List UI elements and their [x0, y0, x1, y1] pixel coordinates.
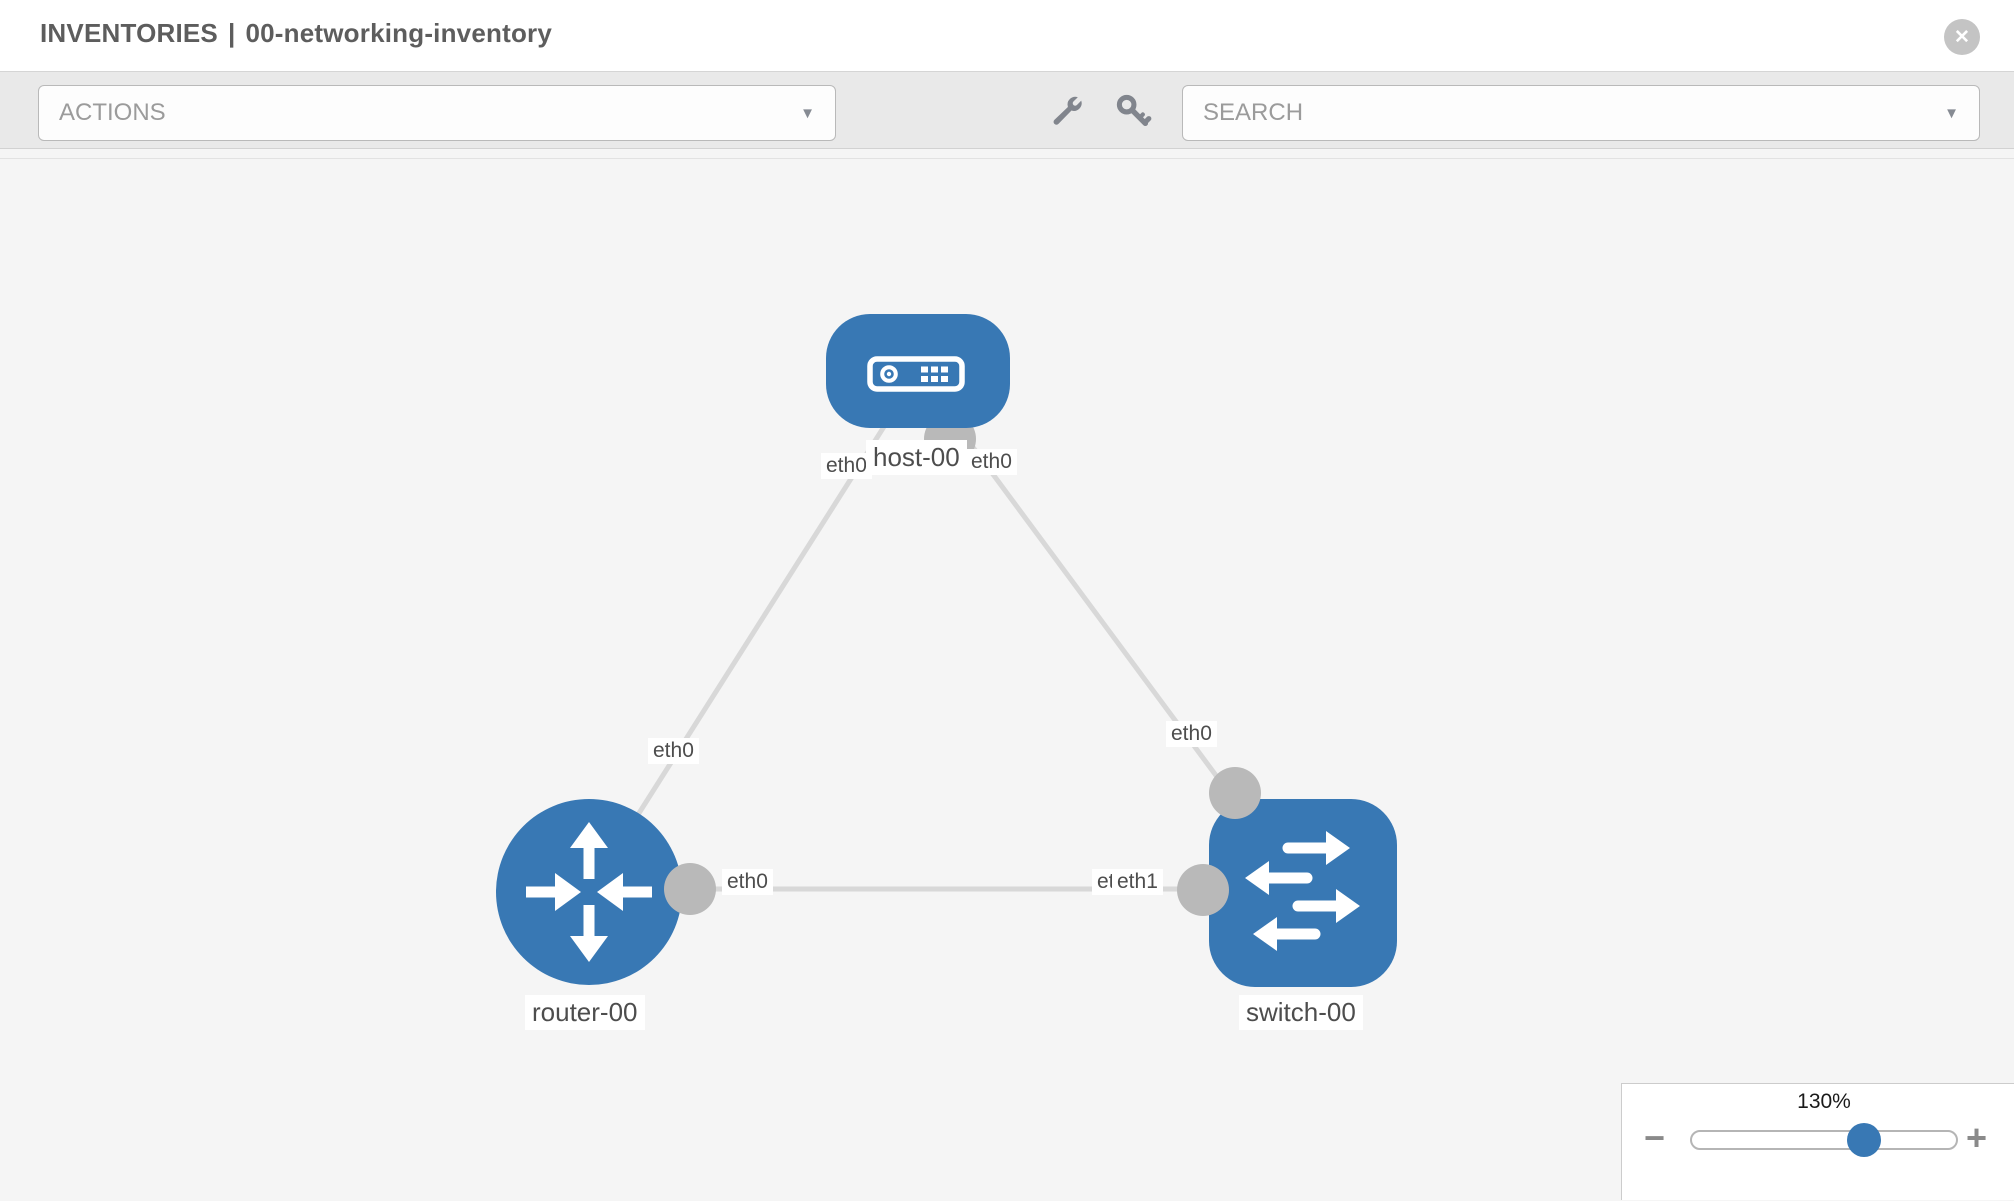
interface-label: eth0 [966, 449, 1017, 475]
breadcrumb-separator: | [227, 18, 236, 48]
switch-icon [1245, 831, 1360, 951]
node-label-host: host-00 [866, 440, 967, 475]
toolbar: ACTIONS ▼ SEARCH ▼ [0, 72, 2014, 149]
page-header: INVENTORIES | 00-networking-inventory ✕ [0, 0, 2014, 72]
breadcrumb-section: INVENTORIES [40, 18, 218, 48]
actions-dropdown[interactable]: ACTIONS ▼ [38, 85, 836, 141]
zoom-slider-track[interactable] [1690, 1123, 1958, 1157]
interface-label: eth0 [648, 738, 699, 764]
zoom-slider-knob[interactable] [1847, 1123, 1881, 1157]
interface-label: eth0 [1166, 721, 1217, 747]
key-icon [1116, 94, 1152, 127]
topology-svg [496, 314, 1397, 987]
node-host[interactable] [826, 314, 1010, 428]
interface-label: eth0 [821, 453, 872, 479]
actions-dropdown-label: ACTIONS [59, 99, 166, 126]
node-router[interactable] [496, 799, 682, 985]
host-icon [867, 356, 965, 392]
chevron-down-icon: ▼ [1944, 104, 1959, 122]
node-label-router: router-00 [525, 995, 645, 1030]
port-switch-eth0 [1209, 767, 1261, 819]
search-placeholder: SEARCH [1203, 99, 1304, 126]
credentials-button[interactable] [1110, 88, 1156, 134]
chevron-down-icon: ▼ [800, 104, 815, 122]
router-icon [526, 822, 652, 962]
search-dropdown[interactable]: SEARCH ▼ [1182, 85, 1980, 141]
zoom-out-button[interactable]: − [1644, 1117, 1666, 1158]
zoom-in-button[interactable]: + [1966, 1117, 1988, 1158]
inventory-name: 00-networking-inventory [245, 18, 553, 48]
interface-label: eth0 [722, 869, 773, 895]
zoom-level: 130% [1797, 1090, 1851, 1113]
wrench-icon [1053, 96, 1082, 125]
zoom-panel: 130% − + [1621, 1083, 2014, 1200]
node-label-switch: switch-00 [1239, 995, 1363, 1030]
page-title: INVENTORIES | 00-networking-inventory [40, 18, 552, 49]
port-switch-eth1 [1177, 864, 1229, 916]
close-button[interactable]: ✕ [1944, 19, 1980, 55]
configure-button[interactable] [1044, 88, 1090, 134]
interface-label: eth1 [1112, 869, 1163, 895]
close-icon: ✕ [1954, 26, 1970, 48]
port-router-eth0 [664, 863, 716, 915]
topology-canvas[interactable]: eth0 eth0 eth0 eth0 eth0 eth0 eth1 host-… [0, 158, 2014, 1201]
node-switch[interactable] [1209, 799, 1397, 987]
